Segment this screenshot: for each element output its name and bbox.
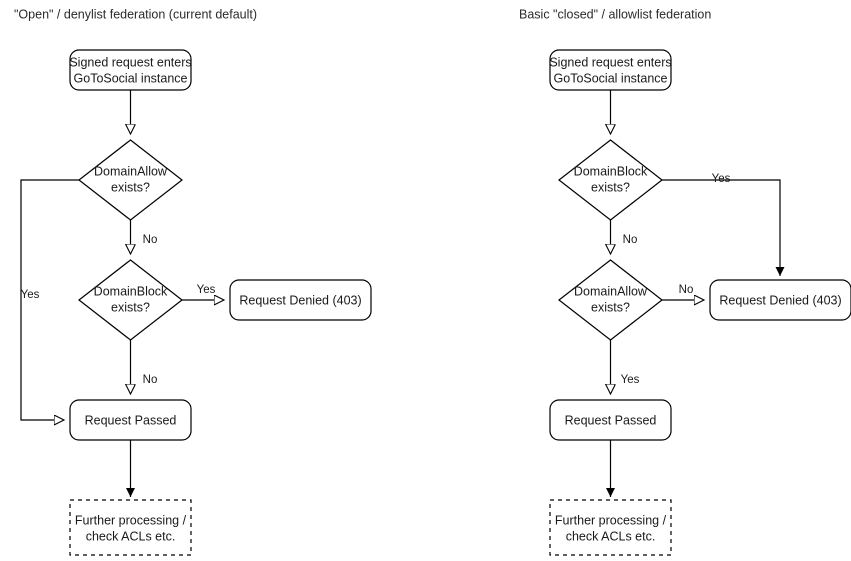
start-label-line2-right: GoToSocial instance xyxy=(554,71,668,85)
node-start-right: Signed request enters GoToSocial instanc… xyxy=(549,49,672,91)
decision2-label-line2: exists? xyxy=(111,300,150,314)
panel-title-closed-allowlist: Basic "closed" / allowlist federation xyxy=(519,7,711,21)
further-label-line2-right: check ACLs etc. xyxy=(566,529,656,543)
node-decision-domainallow-right: DomainAllow exists? xyxy=(558,259,663,341)
panel-title-open-denylist: "Open" / denylist federation (current de… xyxy=(14,7,257,21)
edge-label-decision1-no-left: No xyxy=(143,234,158,246)
edge-label-decision2-no-right: No xyxy=(679,284,694,296)
edge-label-decision1-no-right: No xyxy=(623,234,638,246)
node-start-left: Signed request enters GoToSocial instanc… xyxy=(69,49,192,91)
edge-decision1-yes-to-denied-right xyxy=(662,179,785,276)
node-request-denied-left: Request Denied (403) xyxy=(229,279,372,321)
edge-label-decision2-yes-right: Yes xyxy=(621,374,640,386)
node-further-processing-left: Further processing / check ACLs etc. xyxy=(69,499,192,556)
node-request-passed-right: Request Passed xyxy=(549,399,672,441)
node-further-processing-right: Further processing / check ACLs etc. xyxy=(549,499,672,556)
start-label-line2: GoToSocial instance xyxy=(74,71,188,85)
start-label-line1-right: Signed request enters xyxy=(549,55,671,69)
decision2-label-line1: DomainBlock xyxy=(94,284,168,298)
decision1-label-line1: DomainAllow xyxy=(94,164,168,178)
node-request-passed-left: Request Passed xyxy=(69,399,192,441)
denied-label-right: Request Denied (403) xyxy=(719,293,841,307)
decision2-label-line2-right: exists? xyxy=(591,300,630,314)
node-request-denied-right: Request Denied (403) xyxy=(709,279,851,321)
edge-label-decision1-yes-right: Yes xyxy=(712,173,731,185)
denied-box-shape xyxy=(229,279,372,321)
edge-label-decision1-yes-left: Yes xyxy=(21,289,40,301)
edge-label-decision2-yes-left: Yes xyxy=(197,284,216,296)
node-decision-domainallow-left: DomainAllow exists? xyxy=(78,139,183,221)
further-box-shape-right xyxy=(549,499,672,556)
node-decision-domainblock-left: DomainBlock exists? xyxy=(78,259,183,341)
denied-box-shape-right xyxy=(709,279,851,321)
decision1-label-line2-right: exists? xyxy=(591,180,630,194)
further-box-shape xyxy=(69,499,192,556)
further-label-line1: Further processing / xyxy=(75,513,187,527)
decision1-label-line1-right: DomainBlock xyxy=(574,164,648,178)
decision1-label-line2: exists? xyxy=(111,180,150,194)
edge-decision1-yes-to-passed-left xyxy=(20,179,79,420)
decision2-label-line1-right: DomainAllow xyxy=(574,284,648,298)
further-label-line1-right: Further processing / xyxy=(555,513,667,527)
start-label-line1: Signed request enters xyxy=(69,55,191,69)
passed-label-right: Request Passed xyxy=(565,413,657,427)
denied-label: Request Denied (403) xyxy=(239,293,361,307)
passed-label: Request Passed xyxy=(85,413,177,427)
further-label-line2: check ACLs etc. xyxy=(86,529,176,543)
edge-label-decision2-no-left: No xyxy=(143,374,158,386)
node-decision-domainblock-right: DomainBlock exists? xyxy=(558,139,663,221)
